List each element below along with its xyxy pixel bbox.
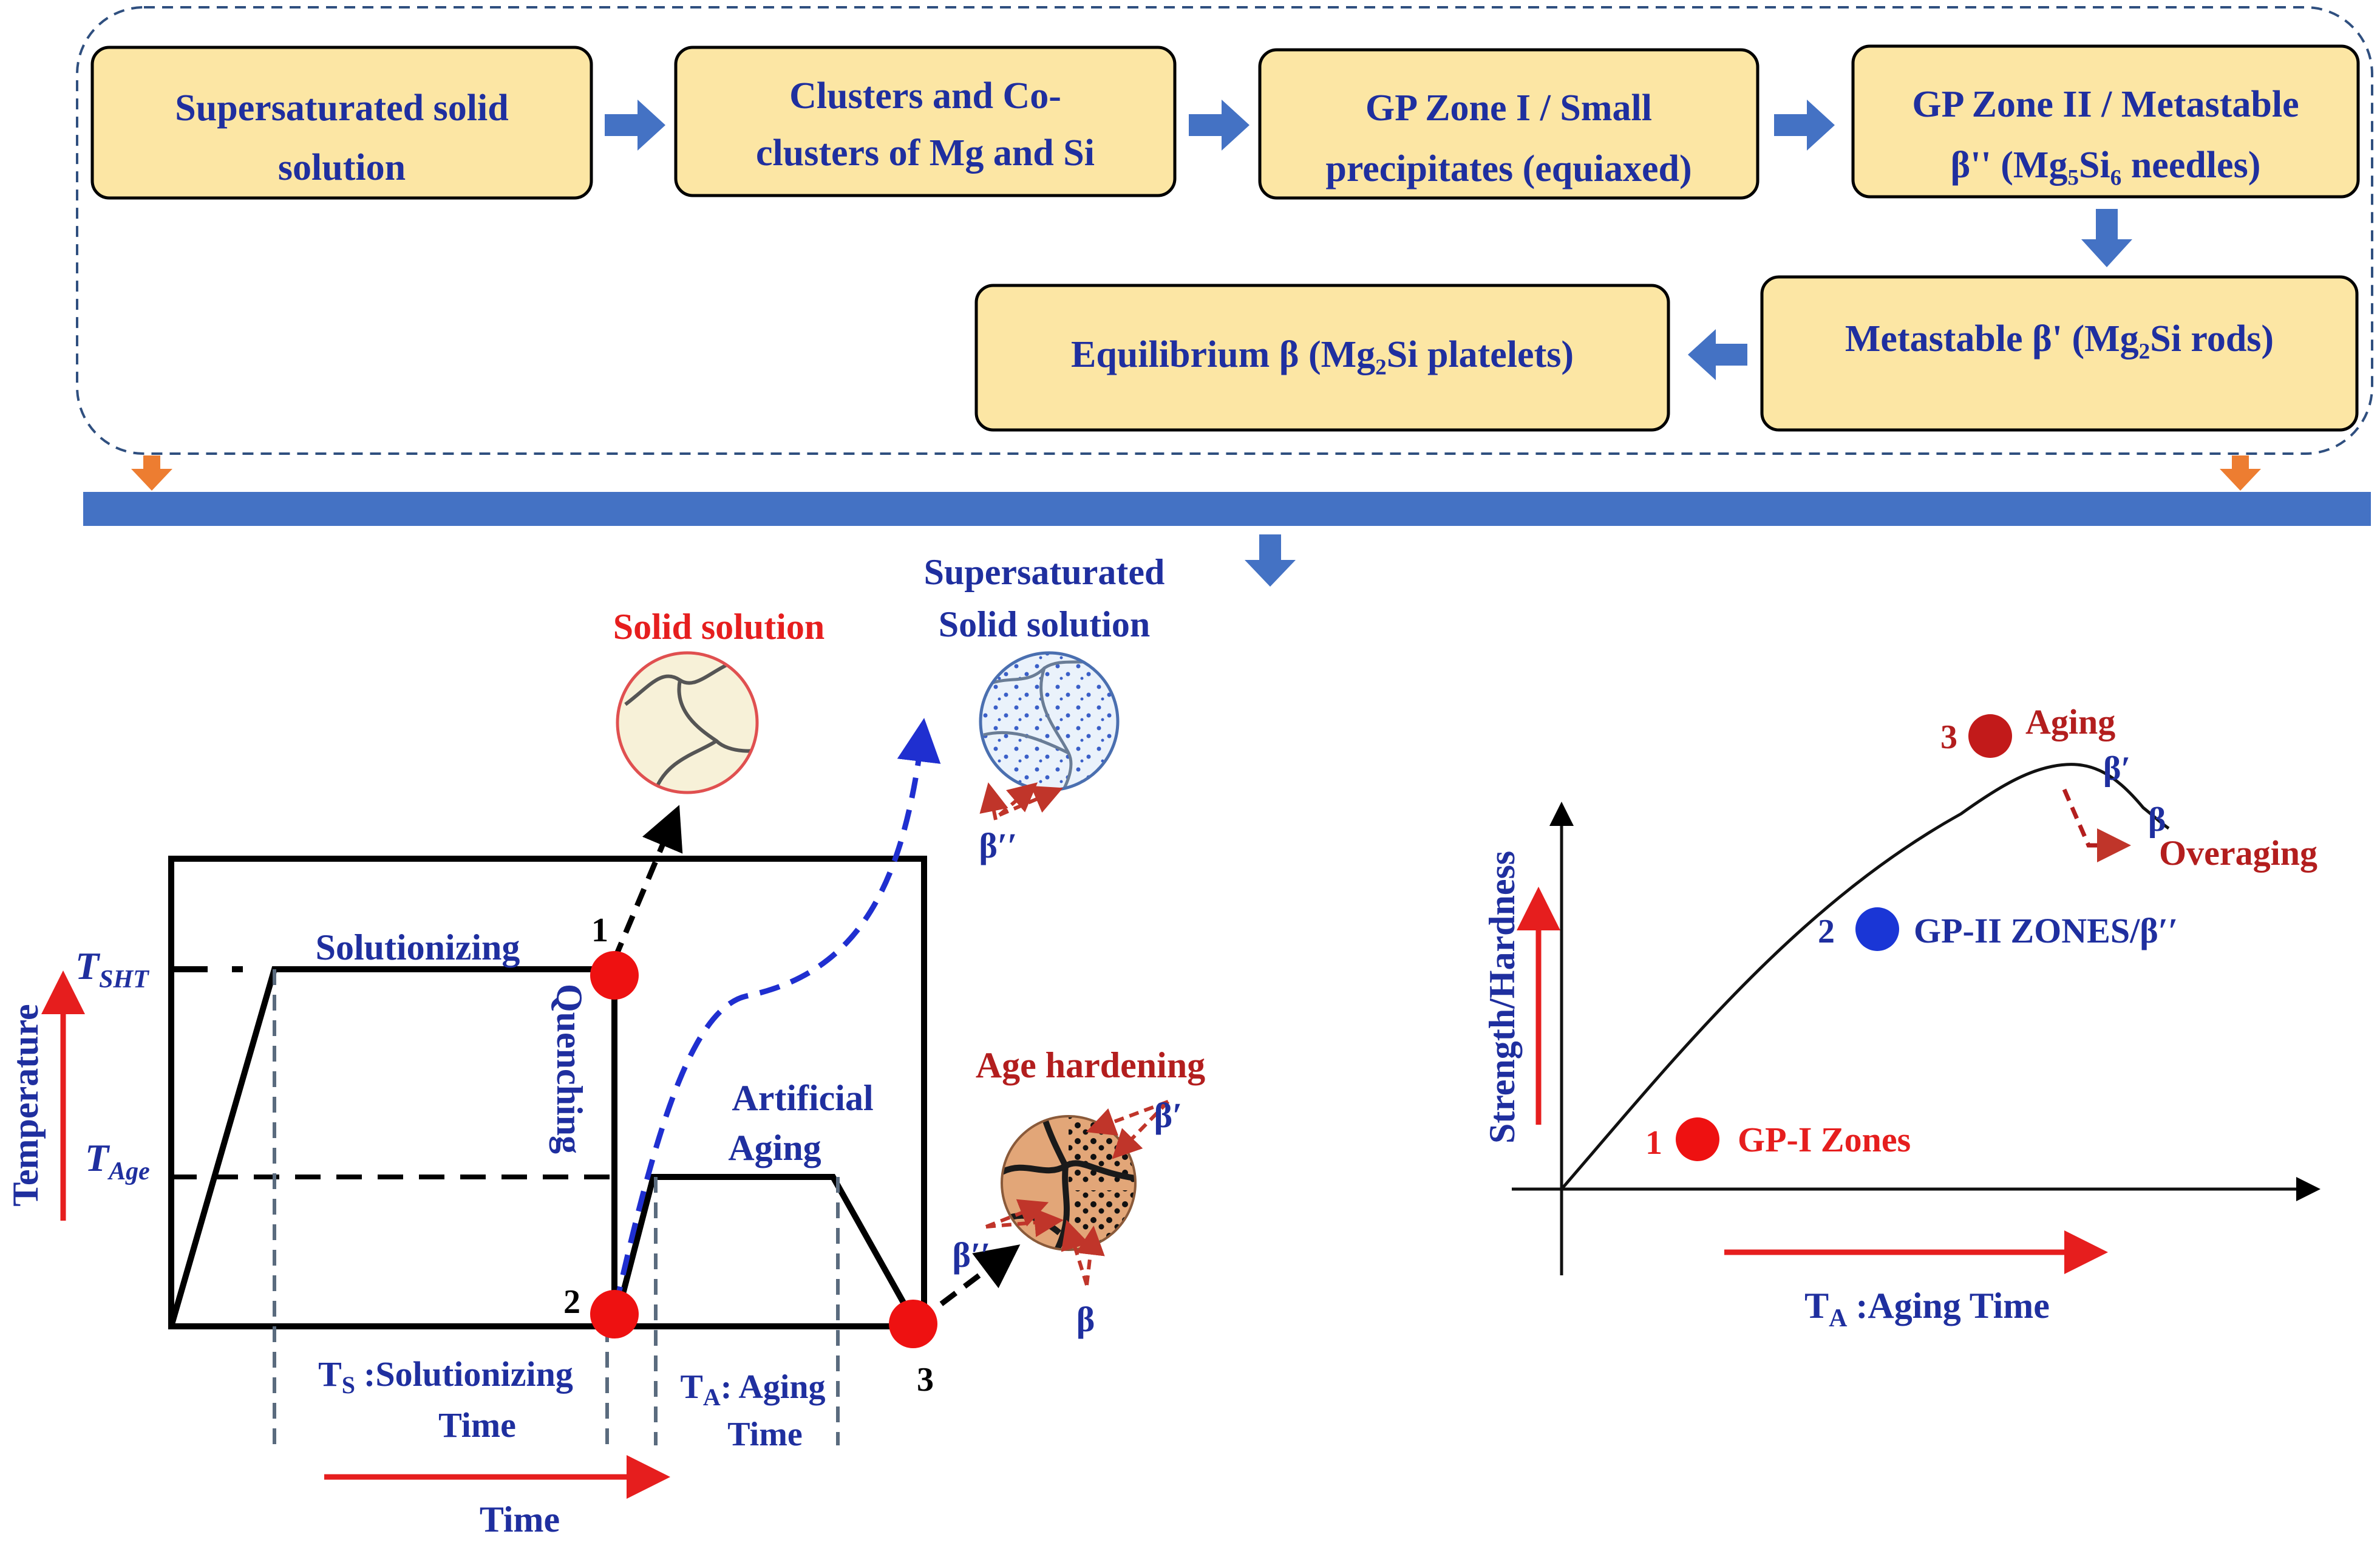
label-age-hardening: Age hardening [976, 1045, 1205, 1085]
flow-box-gp-zone-1 [1258, 48, 1759, 200]
flow-section: Supersaturated solid solution Clusters a… [76, 6, 2373, 587]
point-gp1 [1676, 1117, 1719, 1161]
label-artificial-line2: Aging [728, 1128, 821, 1168]
label-beta-prime-chart: β′ [2103, 750, 2130, 788]
label-gp1: GP-I Zones [1738, 1120, 1911, 1159]
flow-arrow-2-icon [1189, 100, 1250, 151]
age-hardening-micrograph [1001, 1115, 1137, 1251]
chart-xlabel: TA:Aging Time [1804, 1286, 2050, 1332]
label-point-2: 2 [563, 1283, 580, 1321]
label-beta-prime: β′ [1154, 1096, 1183, 1135]
flow-box-gp-zone-2-line2: β'' (Mg₅Si₆ needles) [1951, 145, 2261, 186]
label-beta: β [1076, 1300, 1095, 1339]
aging-profile [611, 1174, 920, 1328]
label-point-3: 3 [917, 1361, 934, 1399]
flow-box-clusters-line2: clusters of Mg and Si [756, 132, 1095, 174]
label-aging-num: 3 [1940, 718, 1957, 756]
aging-curve [1560, 763, 2170, 1190]
quench-path-curve [613, 718, 941, 1308]
flow-arrow-1-icon [605, 100, 665, 151]
point-gp2 [1855, 907, 1899, 951]
flow-box-gp-zone-2-line1: GP Zone II / Metastable [1912, 84, 2299, 125]
label-gp1-num: 1 [1645, 1124, 1662, 1162]
flow-box-metastable-beta-prime-text: Metastable β' (Mg₂Si rods) [1845, 318, 2274, 360]
bar-down-arrow-icon [1245, 534, 1296, 587]
overaging-arrow [2062, 788, 2131, 862]
label-ts-line2: Time [438, 1405, 516, 1445]
flow-arrow-left-icon [1688, 329, 1747, 380]
label-beta-chart: β [2148, 801, 2166, 839]
orange-arrow-right-icon [2220, 455, 2261, 491]
flow-box-supersaturated [90, 46, 593, 200]
label-overaging: Overaging [2159, 833, 2317, 873]
chart-ylabel: Strength/Hardness [1482, 851, 1522, 1144]
label-aging: Aging [2025, 702, 2115, 742]
label-gp2: GP-II ZONES/β′′ [1914, 911, 2178, 950]
label-ta-line2: Time [727, 1416, 802, 1453]
label-supersaturated-line2: Solid solution [939, 604, 1151, 644]
label-tsht: TSHT [75, 944, 150, 994]
orange-arrow-left-icon [131, 455, 172, 491]
point-1 [590, 951, 639, 1000]
flow-box-clusters-line1: Clusters and Co- [789, 75, 1061, 117]
flow-box-gp-zone-2 [1851, 44, 2360, 199]
label-quenching: Quenching [549, 984, 590, 1154]
flow-dashed-frame [76, 6, 2373, 455]
aging-curve-chart: Strength/Hardness TA:Aging Time 1 GP-I Z… [1482, 702, 2320, 1332]
flow-box-gp-zone-1-line2: precipitates (equiaxed) [1325, 148, 1691, 189]
label-temperature: Temperature [5, 1004, 46, 1206]
flow-box-metastable-beta-prime [1760, 275, 2359, 432]
arrow-to-age-hardening [916, 1244, 1021, 1324]
flow-box-clusters [674, 46, 1177, 197]
flow-box-gp-zone-1-line1: GP Zone I / Small [1365, 87, 1652, 129]
solutionizing-profile [168, 966, 617, 1328]
label-gp2-num: 2 [1818, 913, 1835, 950]
flow-box-supersaturated-line1: Supersaturated solid [175, 87, 508, 129]
label-ts-line1: TS:Solutionizing [318, 1354, 573, 1399]
label-time: Time [480, 1499, 560, 1539]
flow-box-supersaturated-line2: solution [278, 147, 406, 188]
label-solutionizing: Solutionizing [316, 927, 520, 967]
label-supersaturated-line1: Supersaturated [924, 552, 1165, 592]
flow-box-equilibrium-beta-text: Equilibrium β (Mg₂Si platelets) [1071, 334, 1574, 375]
label-solid-solution: Solid solution [613, 607, 825, 647]
horizontal-bar [83, 492, 2371, 526]
point-aging [1968, 714, 2012, 758]
label-point-1: 1 [591, 912, 608, 949]
flow-arrow-down-1-icon [2081, 209, 2132, 267]
flow-box-equilibrium-beta [974, 284, 1670, 432]
point-3 [889, 1300, 937, 1348]
supersaturated-micrograph [979, 651, 1120, 792]
orange-arrows [131, 455, 2261, 491]
label-artificial-line1: Artificial [732, 1078, 873, 1118]
arrow-to-solid-solution [611, 805, 683, 961]
solid-solution-micrograph [616, 651, 759, 794]
precipitate-arrows [979, 782, 1170, 1286]
label-beta-double-prime-top: β′′ [979, 826, 1017, 865]
point-2 [590, 1290, 639, 1338]
label-ta-line1: TA: Aging [681, 1368, 826, 1411]
diagram-frame [168, 856, 927, 1329]
flow-arrow-3-icon [1774, 100, 1835, 151]
flow-arrows [605, 100, 2132, 380]
label-tage: TAge [85, 1136, 150, 1185]
heat-treatment-diagram: Solid solution Supersaturated Solid solu… [5, 552, 1205, 1539]
time-guides [273, 969, 840, 1445]
label-beta-double-prime: β′′ [952, 1235, 990, 1275]
